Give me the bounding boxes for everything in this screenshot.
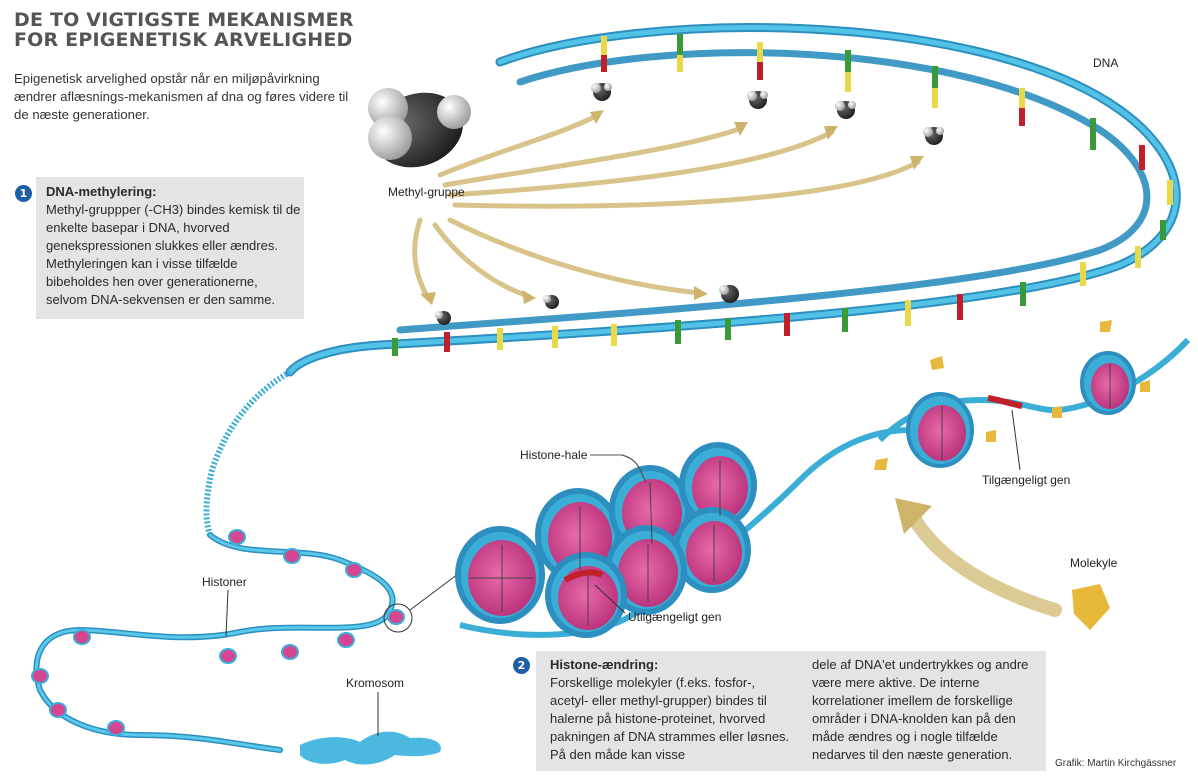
label-accessible-gene: Tilgængeligt gen (982, 473, 1071, 487)
graphic-credit: Grafik: Martin Kirchgässner (1055, 758, 1177, 769)
section-2-badge: 2 (513, 657, 530, 674)
histone-change-heading: Histone-ændring: (550, 657, 659, 672)
dna-coil (203, 369, 292, 536)
methyl-arrowheads (420, 110, 924, 305)
dna-methylation-box: DNA-methylering: Methyl-gruppper (-CH3) … (36, 177, 304, 319)
section-1-badge: 1 (15, 185, 32, 202)
molecule-arrow (895, 498, 1110, 630)
label-methyl-group: Methyl-gruppe (388, 185, 465, 199)
methyl-molecule (368, 88, 471, 168)
label-histones: Histoner (202, 575, 247, 589)
label-molecule: Molekyle (1070, 556, 1118, 570)
histone-change-body-left: Forskellige molekyler (f.eks. fosfor-, a… (550, 675, 790, 762)
small-methyl-groups (435, 83, 944, 325)
histone-change-box: Histone-ændring: Forskellige molekyler (… (536, 651, 1046, 771)
methyl-arrows (412, 112, 921, 301)
histone-change-body-right: dele af DNA'et undertrykkes og andre vær… (812, 657, 1029, 762)
accessible-chromatin (874, 320, 1191, 471)
intro-text: Epigenetisk arvelighed opstår når en mil… (14, 71, 349, 122)
dna-methylation-body: Methyl-gruppper (-CH3) bindes kemisk til… (46, 202, 301, 307)
histone-cluster (455, 427, 911, 638)
base-pairs (392, 34, 1173, 356)
zoom-circle (383, 603, 413, 633)
label-chromosome: Kromosom (346, 676, 405, 690)
dna-double-helix-loop (285, 23, 1181, 377)
chromosome-shape (300, 731, 441, 765)
label-dna: DNA (1093, 56, 1119, 70)
label-histone-tail: Histone-hale (520, 448, 588, 462)
label-inaccessible-gene: Utilgængeligt gen (628, 610, 722, 624)
small-histones (31, 529, 405, 736)
page-title: DE TO VIGTIGSTE MEKANISMER FOR EPIGENETI… (14, 9, 354, 51)
dna-methylation-heading: DNA-methylering: (46, 184, 157, 199)
